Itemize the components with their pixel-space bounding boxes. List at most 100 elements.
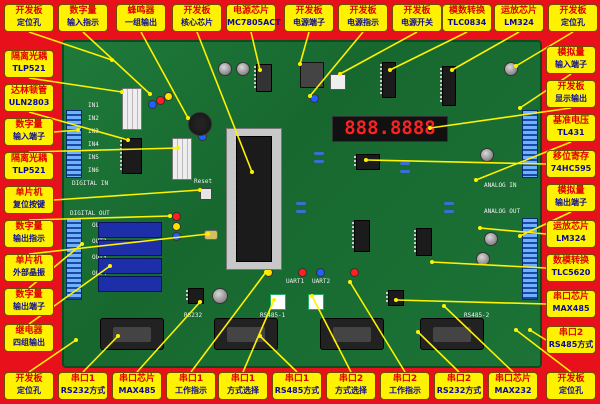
leader-shift-reg [365, 159, 547, 165]
leader-dot-uart1-232 [116, 334, 120, 338]
resistor-3 [400, 162, 410, 165]
silk-rs485-2: RS485-2 [464, 312, 490, 319]
leader-uart2-485 [529, 329, 547, 341]
silk-out3: OUT3 [92, 254, 106, 261]
leader-opto-1 [28, 77, 123, 93]
leader-kfb-dwk-tl [28, 31, 113, 61]
callout-line2: LM324 [504, 18, 534, 27]
leader-mcu-osc [28, 233, 209, 255]
callout-line1: 达林顿管 [10, 86, 47, 96]
callout-line2: 工作指示 [389, 386, 421, 395]
callout-line2: 电源指示 [347, 18, 379, 27]
led-red-1 [156, 96, 165, 105]
leader-dot-aout-port [518, 234, 522, 238]
callout-kfb-dwk-br: 开发板定位孔 [546, 372, 596, 400]
leader-mcu-reset [53, 189, 201, 201]
leader-uart-chip-232 [443, 305, 514, 373]
callout-line1: 单片机 [15, 188, 43, 198]
silk-in5: IN5 [88, 154, 99, 161]
callout-line2: 定位孔 [17, 18, 41, 27]
callout-line1: 隔离光耦 [10, 154, 47, 164]
resistor-7 [444, 202, 454, 205]
buzzer [188, 112, 212, 136]
power-jack [300, 62, 324, 88]
callout-line1: 运放芯片 [500, 6, 537, 16]
callout-line2: 四组输出 [13, 338, 45, 347]
leader-buzzer-out [140, 31, 189, 119]
callout-line2: RS232方式 [60, 386, 106, 395]
callout-line2: 输入指示 [67, 18, 99, 27]
callout-line1: 单片机 [15, 256, 43, 266]
leader-dot-uart1-mode [272, 298, 276, 302]
leader-opamp-right [479, 227, 547, 235]
leader-core-chip [196, 31, 253, 173]
callout-line1: 开发板 [557, 374, 585, 384]
callout-line1: 开发板 [295, 6, 323, 16]
callout-relay-out: 继电器四组输出 [4, 324, 54, 352]
callout-power-ind: 开发板电源指示 [338, 4, 388, 32]
callout-buzzer-out: 蜂鸣器一组输出 [116, 4, 166, 32]
leader-uart2-work [349, 281, 406, 373]
resistor-8 [444, 210, 454, 213]
callout-line2: MAX232 [494, 386, 532, 395]
leader-dot-ain-port [518, 106, 522, 110]
callout-line1: 串口芯片 [552, 292, 589, 302]
callout-line1: 串口1 [178, 374, 204, 384]
callout-line2: 定位孔 [559, 386, 583, 395]
callout-line1: 开发板 [403, 6, 431, 16]
relay-4 [98, 276, 162, 292]
callout-line2: 定位孔 [561, 18, 585, 27]
callout-line2: RS485方式 [274, 386, 320, 395]
leader-power-ind [309, 31, 364, 97]
callout-line1: 数模转换 [552, 256, 589, 266]
callout-line2: 定位孔 [17, 386, 41, 395]
leader-dot-opto-1 [120, 90, 124, 94]
cap-5 [476, 252, 490, 266]
leader-uart2-mode [311, 295, 352, 373]
callout-mcu-reset: 单片机复位按键 [4, 186, 54, 214]
leader-dot-uart2-485 [528, 328, 532, 332]
leader-dot-power-ind [308, 94, 312, 98]
leader-dot-shift-reg [364, 158, 368, 162]
led-red-2 [172, 212, 181, 221]
leader-kfb-dwk-tr [515, 31, 574, 67]
led-yellow-1 [164, 92, 173, 101]
db9-rs485-1 [214, 318, 278, 350]
leader-dot-adc-top [388, 68, 392, 72]
cap-1 [218, 62, 232, 76]
callout-line1: 运放芯片 [552, 222, 589, 232]
leader-dot-dac [430, 260, 434, 264]
callout-line2: RS485方式 [548, 340, 594, 349]
silk-in1: IN1 [88, 102, 99, 109]
silk-digital-out: DIGITAL OUT [70, 210, 110, 217]
leader-dot-mcu-osc [206, 232, 210, 236]
callout-opamp-top: 运放芯片 LM324 [494, 4, 544, 32]
leader-dot-uart2-232 [416, 330, 420, 334]
callout-line1: 串口2 [338, 374, 364, 384]
callout-line1: 开发板 [349, 6, 377, 16]
callout-line1: 开发板 [559, 6, 587, 16]
callout-szl-input-ind: 数字量输入指示 [58, 4, 108, 32]
callout-kfb-dwk-tl: 开发板定位孔 [4, 4, 54, 32]
silk-uart1: UART1 [286, 278, 305, 285]
resistor-5 [296, 202, 306, 205]
callout-line2: TLP521 [12, 64, 46, 73]
leader-uart2-232 [417, 331, 460, 373]
callout-line1: 蜂鸣器 [127, 6, 155, 16]
leader-kfb-dwk-bl [28, 339, 77, 373]
cap-4 [484, 232, 498, 246]
silk-digital-in: DIGITAL IN [72, 180, 109, 187]
callout-line2: 74HC595 [550, 164, 592, 173]
leader-dot-din-port [76, 128, 80, 132]
callout-ain-port: 模拟量输入端子 [546, 46, 596, 74]
callout-line2: 电源端子 [293, 18, 325, 27]
